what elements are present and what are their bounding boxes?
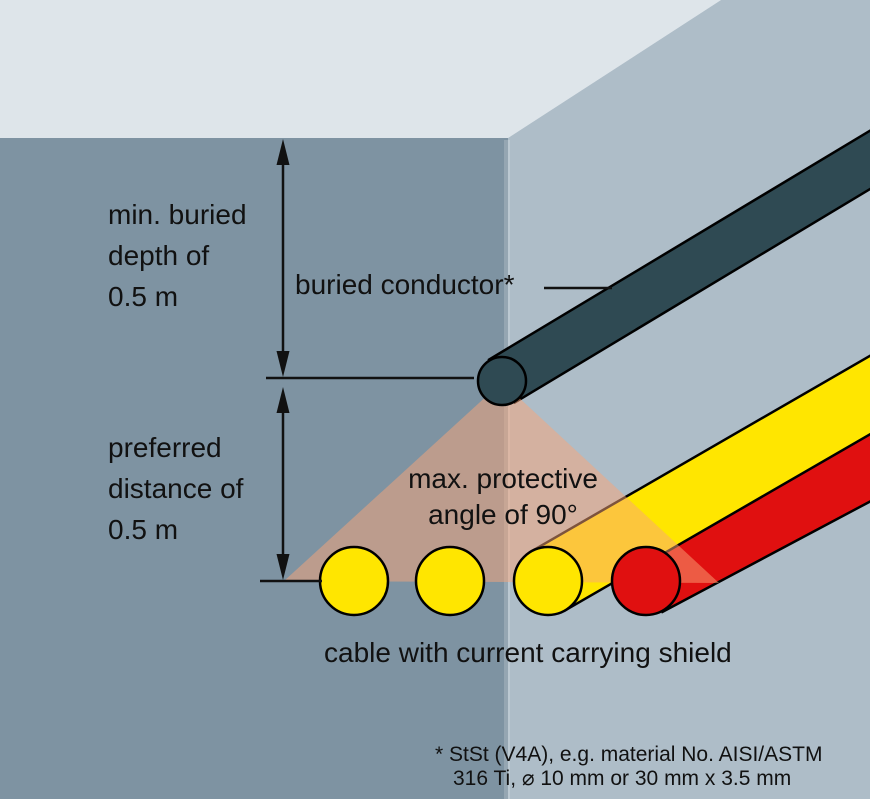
cable-yellow-3-end — [512, 545, 584, 617]
cable-shield-label: cable with current carrying shield — [324, 637, 732, 668]
ground-top-surface — [0, 0, 721, 138]
buried-conductor-end — [476, 355, 528, 407]
cable-red-end — [610, 545, 682, 617]
cable-yellow-2-end — [414, 545, 486, 617]
buried-conductor-label: buried conductor* — [295, 269, 515, 300]
min-buried-depth-line3: 0.5 m — [108, 281, 179, 312]
footnote-line2: 316 Ti, ⌀ 10 mm or 30 mm x 3.5 mm — [453, 767, 792, 790]
preferred-distance-line1: preferred — [108, 432, 222, 463]
preferred-distance-label: preferred distance of 0.5 m — [108, 427, 243, 550]
preferred-distance-line3: 0.5 m — [108, 514, 179, 545]
protective-angle-line2: angle of 90° — [428, 499, 578, 530]
distance-dimension-arrow — [260, 387, 322, 583]
min-buried-depth-line2: depth of — [108, 240, 210, 271]
cable-yellow-1-end — [318, 545, 390, 617]
min-buried-depth-line1: min. buried — [108, 199, 247, 230]
footnote-line1: * StSt (V4A), e.g. material No. AISI/AST… — [435, 743, 823, 766]
protective-angle-label: max. protective angle of 90° — [392, 461, 614, 533]
protective-angle-line1: max. protective — [408, 463, 598, 494]
preferred-distance-line2: distance of — [108, 473, 244, 504]
depth-dimension-arrow — [266, 139, 474, 380]
min-buried-depth-label: min. buried depth of 0.5 m — [108, 194, 247, 317]
protective-angle-zone — [284, 382, 719, 583]
